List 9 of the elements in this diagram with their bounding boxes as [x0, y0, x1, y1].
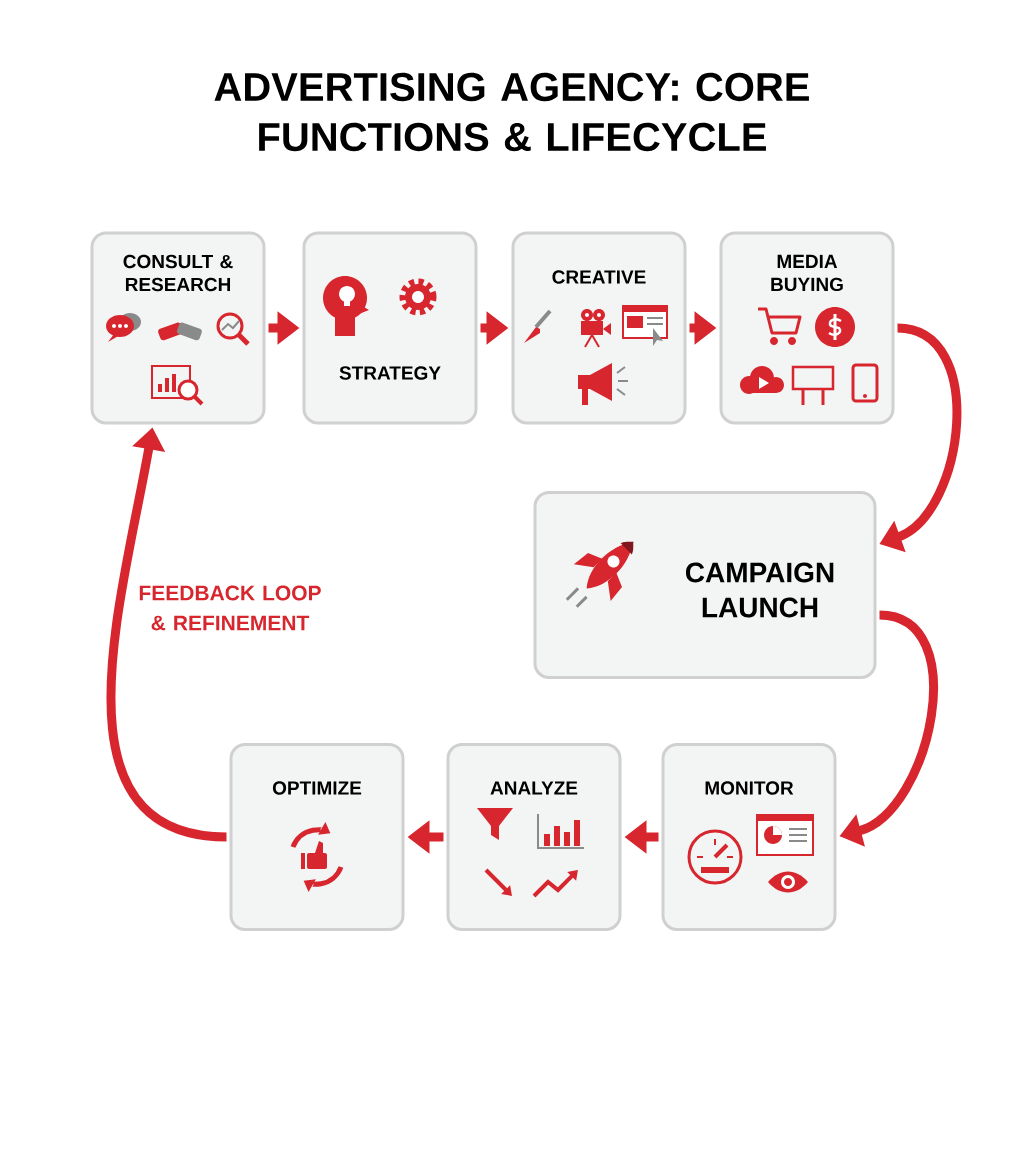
- edge-label: FEEDBACK LOOP & REFINEMENT: [139, 585, 321, 631]
- process-box: OPTIMIZE: [229, 743, 405, 931]
- process-box: MEDIA BUYING: [719, 231, 895, 425]
- process-box: CREATIVE: [511, 231, 687, 425]
- process-box: CONSULT & RESEARCH: [90, 231, 266, 425]
- process-box: CAMPAIGN LAUNCH: [533, 491, 877, 679]
- process-box: STRATEGY: [302, 231, 478, 425]
- process-box: ANALYZE: [446, 743, 622, 931]
- title: ADVERTISING AGENCY: CORE FUNCTIONS & LIFECYCLE: [214, 72, 809, 152]
